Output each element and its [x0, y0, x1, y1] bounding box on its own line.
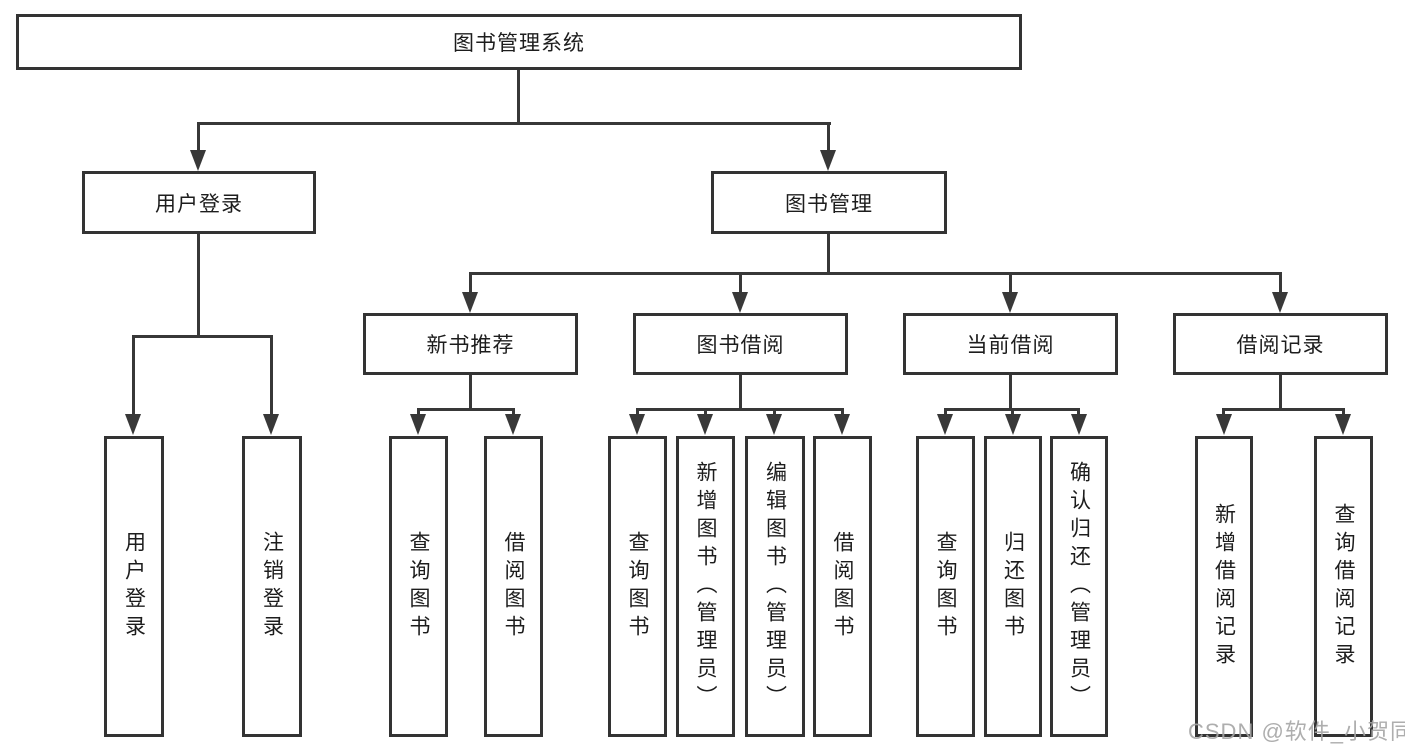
connector-book-mgmt-stem-line [827, 122, 830, 152]
connector-ul-logout-stem-line [270, 335, 273, 415]
connector-br-split-line [1222, 408, 1344, 411]
connector-cb-return-stem-line [1011, 408, 1014, 416]
connector-bm-trunk-line [827, 234, 830, 272]
leaf-logout: 注销登录 [242, 436, 302, 737]
node-user-login: 用户登录 [82, 171, 316, 234]
node-new-books: 新书推荐 [363, 313, 578, 375]
connector-ul-trunk-line [197, 234, 200, 335]
connector-nb-borrow-stem-line [512, 408, 515, 416]
arrowhead-book-mgmt-icon [820, 150, 836, 171]
node-root: 图书管理系统 [16, 14, 1022, 70]
leaf-bb-query-books: 查询图书 [608, 436, 667, 737]
connector-bb-split-line [636, 408, 843, 411]
arrowhead-book-borrow-icon [732, 292, 748, 313]
arrowhead-br-add-icon [1216, 414, 1232, 435]
arrowhead-borrow-records-icon [1272, 292, 1288, 313]
arrowhead-bb-query-icon [629, 414, 645, 435]
connector-user-login-stem-line [197, 122, 200, 152]
leaf-br-add-record: 新增借阅记录 [1195, 436, 1253, 737]
connector-br-trunk-line [1279, 375, 1282, 408]
leaf-user-login: 用户登录 [104, 436, 164, 737]
leaf-nb-query-books: 查询图书 [389, 436, 448, 737]
connector-br-query-stem-line [1342, 408, 1345, 416]
connector-bb-borrow-stem-line [841, 408, 844, 416]
connector-bm-split-line [469, 272, 1282, 275]
connector-cb-trunk-line [1009, 375, 1012, 408]
arrowhead-new-books-icon [462, 292, 478, 313]
connector-nb-query-stem-line [417, 408, 420, 416]
connector-bb-add-stem-line [704, 408, 707, 416]
connector-borrow-records-stem-line [1279, 272, 1282, 294]
leaf-bb-edit-books-admin: 编辑图书（管理员） [745, 436, 805, 737]
arrowhead-cb-query-icon [937, 414, 953, 435]
leaf-br-query-record: 查询借阅记录 [1314, 436, 1373, 737]
arrowhead-bb-edit-icon [766, 414, 782, 435]
connector-br-add-stem-line [1222, 408, 1225, 416]
connector-root-trunk-line [517, 70, 520, 122]
leaf-nb-borrow-books: 借阅图书 [484, 436, 543, 737]
connector-new-books-stem-line [469, 272, 472, 294]
arrowhead-user-login-icon [190, 150, 206, 171]
arrowhead-cb-return-icon [1005, 414, 1021, 435]
arrowhead-bb-borrow-icon [834, 414, 850, 435]
connector-bb-edit-stem-line [773, 408, 776, 416]
connector-current-borrow-stem-line [1009, 272, 1012, 294]
arrowhead-current-borrow-icon [1002, 292, 1018, 313]
node-current-borrow: 当前借阅 [903, 313, 1118, 375]
leaf-cb-return-books: 归还图书 [984, 436, 1042, 737]
leaf-bb-add-books-admin: 新增图书（管理员） [676, 436, 735, 737]
arrowhead-nb-query-icon [410, 414, 426, 435]
connector-book-borrow-stem-line [739, 272, 742, 294]
connector-bb-trunk-line [739, 375, 742, 408]
leaf-bb-borrow-books: 借阅图书 [813, 436, 872, 737]
connector-ul-split-line [133, 335, 273, 338]
connector-bb-query-stem-line [636, 408, 639, 416]
node-book-borrow: 图书借阅 [633, 313, 848, 375]
connector-nb-trunk-line [469, 375, 472, 408]
csdn-watermark: CSDN @软件_小贺同学 [1188, 719, 1405, 744]
arrowhead-nb-borrow-icon [505, 414, 521, 435]
arrowhead-br-query-icon [1335, 414, 1351, 435]
arrowhead-ul-logout-icon [263, 414, 279, 435]
node-book-mgmt: 图书管理 [711, 171, 947, 234]
node-borrow-records: 借阅记录 [1173, 313, 1388, 375]
connector-cb-query-stem-line [944, 408, 947, 416]
connector-nb-split-line [417, 408, 515, 411]
arrowhead-cb-confirm-icon [1071, 414, 1087, 435]
connector-ul-login-stem-line [132, 335, 135, 415]
leaf-cb-confirm-return-admin: 确认归还（管理员） [1050, 436, 1108, 737]
connector-cb-confirm-stem-line [1077, 408, 1080, 416]
leaf-cb-query-books: 查询图书 [916, 436, 975, 737]
connector-root-split-line [197, 122, 831, 125]
arrowhead-bb-add-icon [697, 414, 713, 435]
arrowhead-ul-login-icon [125, 414, 141, 435]
